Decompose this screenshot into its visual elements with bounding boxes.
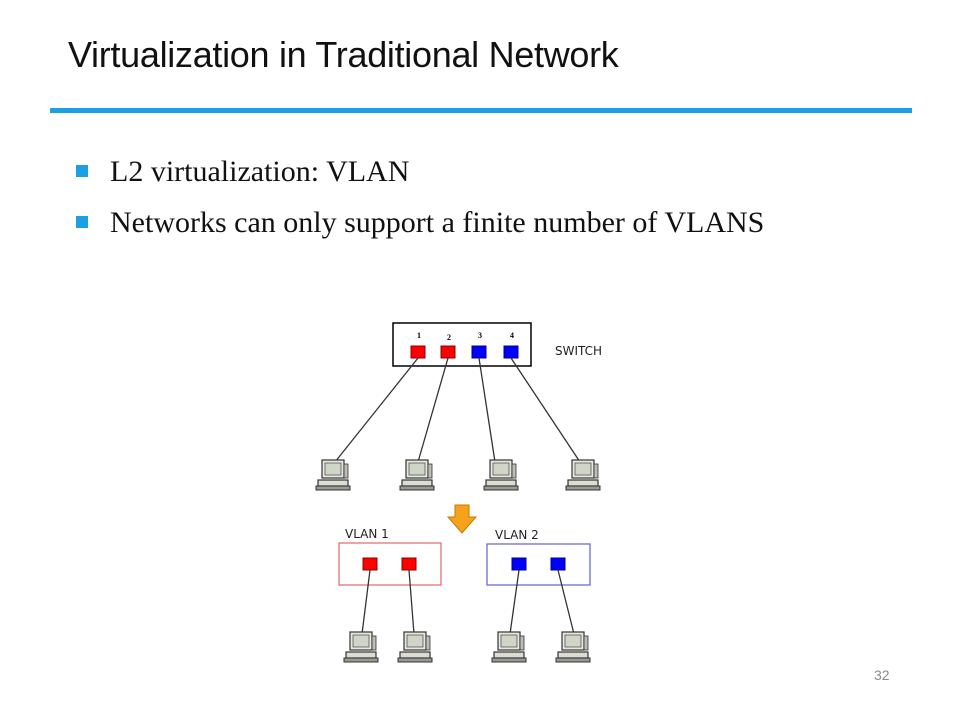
computer-icon bbox=[315, 459, 351, 491]
computer-icon bbox=[399, 459, 435, 491]
vlan1-port bbox=[440, 345, 456, 359]
vlan2-label: VLAN 2 bbox=[495, 528, 539, 542]
cable bbox=[478, 357, 496, 463]
vlan1-label: VLAN 1 bbox=[345, 527, 389, 541]
cable bbox=[417, 357, 449, 463]
cable bbox=[510, 357, 581, 463]
vlan2-port bbox=[511, 557, 527, 571]
cable bbox=[408, 569, 415, 635]
vlan1-port bbox=[410, 345, 426, 359]
vlan1-box bbox=[338, 542, 442, 586]
square-bullet-icon bbox=[76, 216, 88, 228]
computer-icon bbox=[343, 631, 379, 663]
port-number: 2 bbox=[447, 333, 451, 342]
title-underline bbox=[50, 108, 912, 113]
bullet-item: Networks can only support a finite numbe… bbox=[76, 203, 836, 242]
vlan2-box bbox=[486, 543, 591, 586]
port-number: 4 bbox=[510, 331, 514, 340]
port-number: 3 bbox=[478, 331, 482, 340]
slide-title: Virtualization in Traditional Network bbox=[68, 34, 619, 75]
switch-box bbox=[392, 322, 532, 367]
vlan2-port bbox=[471, 345, 487, 359]
bullet-list: L2 virtualization: VLAN Networks can onl… bbox=[76, 152, 836, 254]
vlan1-port bbox=[362, 557, 378, 571]
cable bbox=[361, 569, 371, 635]
cable bbox=[557, 569, 575, 635]
computer-icon bbox=[565, 459, 601, 491]
vlan2-port bbox=[550, 557, 566, 571]
cable bbox=[509, 569, 520, 635]
square-bullet-icon bbox=[76, 165, 88, 177]
vlan2-port bbox=[503, 345, 519, 359]
bullet-text: L2 virtualization: VLAN bbox=[110, 155, 410, 188]
bullet-item: L2 virtualization: VLAN bbox=[76, 152, 836, 191]
cable bbox=[334, 357, 419, 463]
bullet-text: Networks can only support a finite numbe… bbox=[110, 206, 765, 239]
computer-icon bbox=[491, 631, 527, 663]
switch-label: SWITCH bbox=[555, 344, 602, 358]
computer-icon bbox=[397, 631, 433, 663]
port-number: 1 bbox=[417, 331, 421, 340]
computer-icon bbox=[483, 459, 519, 491]
page-number: 32 bbox=[874, 667, 890, 683]
vlan1-port bbox=[401, 557, 417, 571]
computer-icon bbox=[555, 631, 591, 663]
down-arrow-icon bbox=[446, 504, 478, 534]
